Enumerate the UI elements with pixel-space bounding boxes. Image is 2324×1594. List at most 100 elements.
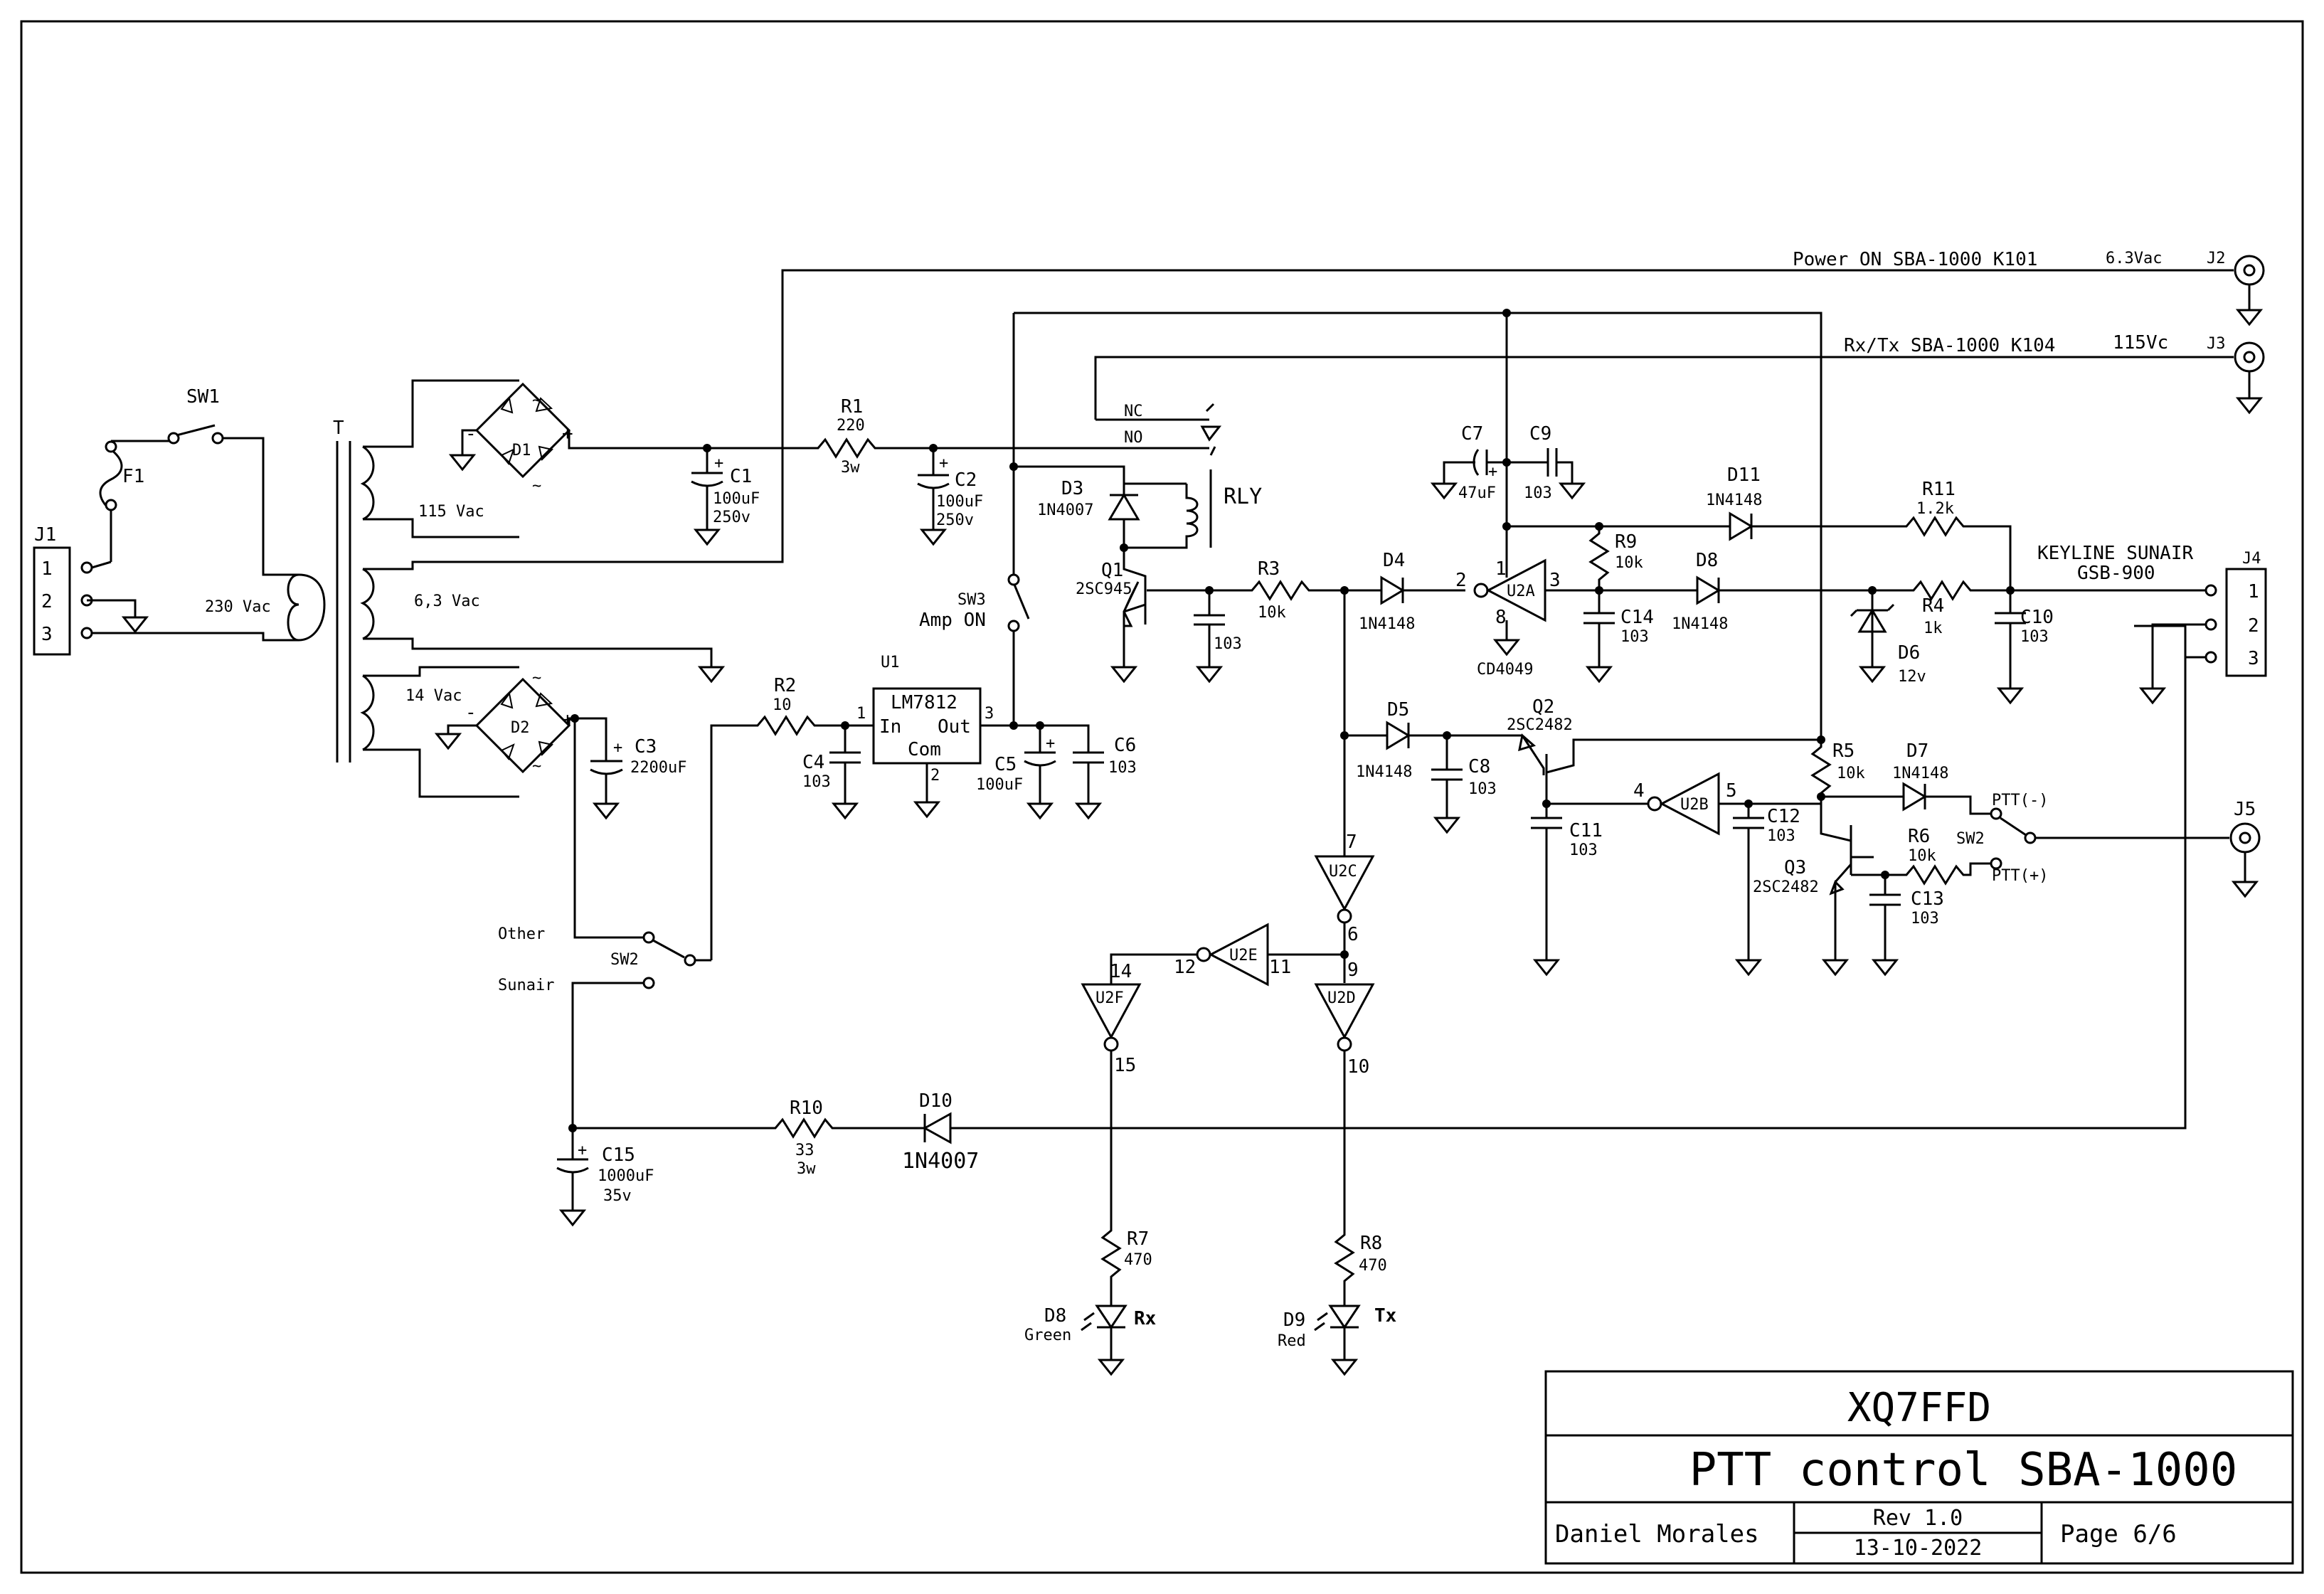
r7-value: 470 — [1124, 1251, 1152, 1269]
r3-label: R3 — [1258, 558, 1280, 580]
switch-sw2b[interactable]: PTT(-) SW2 PTT(+) — [1956, 792, 2048, 885]
u1-pin3: 3 — [985, 705, 994, 723]
j3-voltage: 115Vc — [2113, 332, 2168, 354]
secondary-115-label: 115 Vac — [418, 503, 484, 521]
d1-plus: + — [562, 423, 573, 445]
d3-label: D3 — [1061, 478, 1083, 499]
j4-label: J4 — [2242, 550, 2261, 568]
c15-rating: 35v — [603, 1187, 632, 1205]
sw2a-label: SW2 — [610, 951, 639, 969]
secondary-14-label: 14 Vac — [405, 687, 462, 705]
buffer-u2c: U2C 7 6 — [1314, 831, 1375, 945]
c6-value: 103 — [1108, 759, 1137, 777]
c2-rating: 250v — [936, 511, 974, 529]
d2-ac1: ~ — [532, 669, 541, 687]
u2f-pin14: 14 — [1110, 961, 1132, 982]
d8b-value: Green — [1024, 1327, 1071, 1344]
r9-label: R9 — [1615, 531, 1637, 553]
r1-watt: 3w — [841, 459, 860, 477]
relay-label: RLY — [1224, 484, 1262, 509]
c12-label: C12 — [1767, 806, 1800, 827]
c10-label: C10 — [2020, 607, 2054, 628]
rx-label: Rx — [1134, 1308, 1156, 1329]
d4-value: 1N4148 — [1359, 615, 1415, 633]
title-callsign: XQ7FFD — [1847, 1385, 1991, 1431]
c1-value: 100uF — [713, 490, 760, 508]
u2f-pin15: 15 — [1114, 1055, 1136, 1076]
u2a-pin3: 3 — [1549, 570, 1561, 591]
d2-minus: - — [465, 702, 477, 723]
j4-description1: KEYLINE SUNAIR — [2037, 543, 2193, 564]
primary-voltage-label: 230 Vac — [205, 598, 271, 616]
d11-value: 1N4148 — [1706, 492, 1762, 509]
j2-description: Power ON SBA-1000 K101 — [1793, 249, 2037, 270]
u2f-label: U2F — [1095, 989, 1124, 1007]
switch-sw3[interactable]: SW3 Amp ON — [919, 573, 1030, 632]
d1-ac1: ~ — [532, 392, 541, 410]
u2d-pin9: 9 — [1347, 960, 1359, 981]
title-block: XQ7FFD PTT control SBA-1000 Daniel Moral… — [1544, 1370, 2294, 1565]
r8-value: 470 — [1359, 1257, 1387, 1275]
c15-plus: + — [578, 1142, 587, 1159]
c7-label: C7 — [1461, 423, 1483, 445]
j5-coax: J5 — [2229, 799, 2261, 898]
r6-label: R6 — [1908, 826, 1930, 847]
c5-plus: + — [1046, 735, 1055, 753]
d2-plus: + — [562, 709, 573, 730]
d9-label: D9 — [1283, 1309, 1305, 1331]
u2c-label: U2C — [1329, 863, 1357, 881]
transistor-q2: Q2 2SC2482 — [1507, 696, 1821, 804]
u2e-pin12: 12 — [1174, 957, 1196, 978]
d7-value: 1N4148 — [1892, 765, 1948, 782]
r2-value: 10 — [773, 696, 792, 714]
sw1-blade — [176, 424, 216, 437]
j4-connector: J4 KEYLINE SUNAIR GSB-900 1 2 3 — [2037, 543, 2267, 677]
j5-label: J5 — [2234, 799, 2256, 820]
c1-plus: + — [714, 455, 723, 472]
c1-rating: 250v — [713, 509, 750, 526]
r2-label: R2 — [774, 675, 796, 696]
c3-plus: + — [613, 739, 622, 757]
r6-value: 10k — [1908, 847, 1936, 865]
d3-value: 1N4007 — [1037, 501, 1093, 519]
c14-value: 103 — [1620, 628, 1649, 646]
d2-ac2: ~ — [532, 758, 541, 775]
d1-ac2: ~ — [532, 477, 541, 495]
j4-pin3: 3 — [2248, 648, 2259, 669]
c13-label: C13 — [1911, 888, 1944, 910]
j3-description: Rx/Tx SBA-1000 K104 — [1844, 335, 2055, 356]
c5-label: C5 — [994, 754, 1017, 775]
switch-sw2a[interactable]: Other SW2 Sunair — [498, 925, 711, 994]
u2c-pin6: 6 — [1347, 924, 1359, 945]
relay-nc-label: NC — [1124, 403, 1143, 420]
r5-value: 10k — [1837, 765, 1865, 782]
r11-value: 1.2k — [1916, 500, 1954, 518]
u2d-label: U2D — [1327, 989, 1356, 1007]
inverter-u2e: U2E 11 12 — [1174, 923, 1291, 987]
u2a-pin1: 1 — [1495, 558, 1507, 580]
j1-label: J1 — [34, 524, 56, 546]
j2-label: J2 — [2207, 250, 2226, 267]
c8-label: C8 — [1468, 756, 1490, 777]
c6-label: C6 — [1114, 735, 1136, 756]
c3-label: C3 — [635, 736, 657, 758]
title-author: Daniel Morales — [1555, 1520, 1759, 1548]
u2d-pin10: 10 — [1347, 1056, 1369, 1078]
u2e-pin11: 11 — [1269, 957, 1291, 978]
d8b-label: D8 — [1044, 1305, 1066, 1327]
u2e-label: U2E — [1229, 947, 1258, 965]
c9-label: C9 — [1529, 423, 1551, 445]
d8a-label: D8 — [1696, 550, 1718, 571]
c2-label: C2 — [955, 469, 977, 491]
j1-pin1: 1 — [41, 558, 53, 580]
d10-label: D10 — [919, 1090, 953, 1112]
j1-connector: J1 1 2 3 — [33, 524, 93, 656]
j1-pin2: 2 — [41, 591, 53, 612]
d1-label: D1 — [512, 442, 531, 459]
drawing-frame — [20, 20, 2304, 1574]
u1-pin2: 2 — [930, 767, 940, 785]
d5-value: 1N4148 — [1356, 763, 1412, 781]
buffer-u2d: U2D 9 10 — [1314, 960, 1375, 1078]
c8-value: 103 — [1468, 780, 1497, 798]
j2-coax — [2234, 255, 2265, 326]
